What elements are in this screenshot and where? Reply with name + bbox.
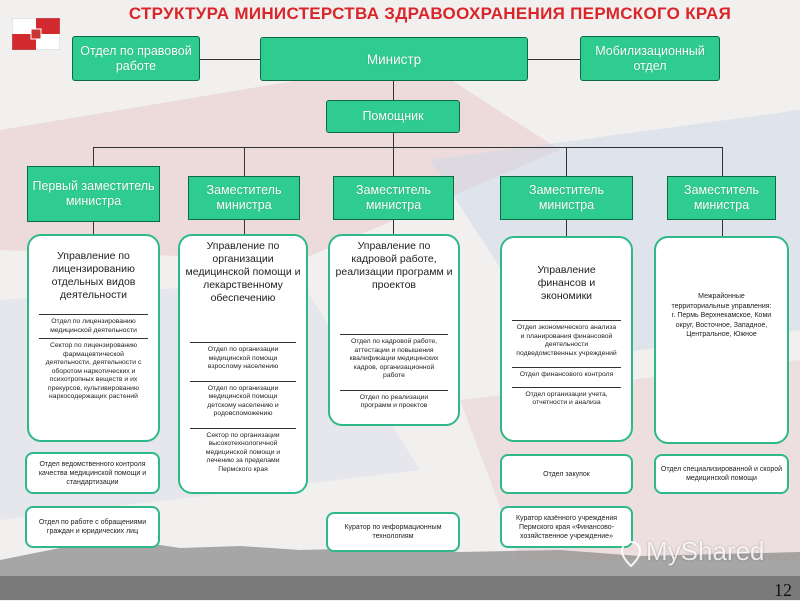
extra-unit-box: Куратор казённого учреждения Пермского к…	[500, 506, 633, 548]
sub-unit: Сектор по организации высокотехнологично…	[190, 427, 296, 478]
connector-drop-1	[93, 147, 94, 166]
deputy-minister-box-3: Заместитель министра	[333, 176, 454, 220]
connector-assistant-bus	[393, 133, 394, 147]
watermark-logo-icon	[620, 540, 642, 568]
connector-deputy-2-down	[244, 220, 245, 234]
connector-deputy-3-down	[393, 220, 394, 234]
deputy-minister-box-5: Заместитель министра	[667, 176, 776, 220]
deputy-minister-box-4: Заместитель министра	[500, 176, 633, 220]
connector-deputy-5-down	[722, 220, 723, 236]
territorial-directorates-box: Межрайонные территориальные управления: …	[654, 236, 789, 444]
licensing-directorate-box: Управление по лицензированию отдельных в…	[27, 234, 160, 442]
legal-department-box: Отдел по правовой работе	[72, 36, 200, 81]
connector-drop-4	[566, 147, 567, 176]
watermark-text: MyShared	[646, 536, 765, 566]
directorate-heading: Управление по лицензированию отдельных в…	[51, 250, 136, 301]
connector-minister-mobilization	[528, 59, 580, 60]
extra-unit-box: Отдел специализированной и скорой медици…	[654, 454, 789, 494]
mobilization-department-box: Мобилизационный отдел	[580, 36, 720, 81]
extra-unit-box: Куратор по информационным технологиям	[326, 512, 460, 552]
connector-drop-3	[393, 147, 394, 176]
sub-unit: Отдел по организации медицинской помощи …	[190, 380, 296, 422]
extra-unit-box: Отдел ведомственного контроля качества м…	[25, 452, 160, 494]
sub-unit: Сектор по лицензированию фармацевтическо…	[39, 338, 148, 405]
bottom-bar	[0, 576, 800, 600]
sub-unit: Отдел экономического анализа и планирова…	[512, 320, 621, 361]
directorate-heading: Управление по кадровой работе, реализаци…	[335, 240, 453, 291]
medical-care-directorate-box: Управление по организации медицинской по…	[178, 234, 308, 494]
minister-box: Министр	[260, 37, 528, 81]
deputy-minister-box-2: Заместитель министра	[188, 176, 300, 220]
perm-flag-icon	[12, 18, 60, 50]
sub-unit: Отдел по организации медицинской помощи …	[190, 342, 296, 375]
directorate-heading: Управление финансов и экономики	[537, 264, 596, 302]
sub-unit: Отдел финансового контроля	[512, 367, 621, 383]
connector-horizontal-bus	[93, 147, 723, 148]
connector-legal-minister	[200, 59, 260, 60]
sub-unit: Отдел по лицензированию медицинской деят…	[39, 314, 148, 338]
extra-unit-box: Отдел закупок	[500, 454, 633, 494]
sub-unit: Отдел организации учета, отчетности и ан…	[512, 386, 621, 411]
connector-deputy-1-down	[93, 222, 94, 234]
first-deputy-minister-box: Первый заместитель министра	[27, 166, 160, 222]
connector-minister-assistant	[393, 81, 394, 100]
territorial-units-text: Межрайонные территориальные управления: …	[671, 293, 772, 338]
finance-directorate-box: Управление финансов и экономики Отдел эк…	[500, 236, 633, 442]
directorate-heading: Управление по организации медицинской по…	[185, 240, 301, 304]
connector-drop-2	[244, 147, 245, 176]
extra-unit-box: Отдел по работе с обращениями граждан и …	[25, 506, 160, 548]
connector-deputy-4-down	[566, 220, 567, 236]
sub-unit: Отдел по реализации программ и проектов	[340, 389, 448, 414]
page-number: 12	[774, 580, 792, 600]
sub-unit: Отдел по кадровой работе, аттестации и п…	[340, 334, 448, 384]
assistant-box: Помощник	[326, 100, 460, 133]
page-title: СТРУКТУРА МИНИСТЕРСТВА ЗДРАВООХРАНЕНИЯ П…	[128, 4, 732, 23]
hr-programs-directorate-box: Управление по кадровой работе, реализаци…	[328, 234, 460, 426]
connector-drop-5	[722, 147, 723, 176]
